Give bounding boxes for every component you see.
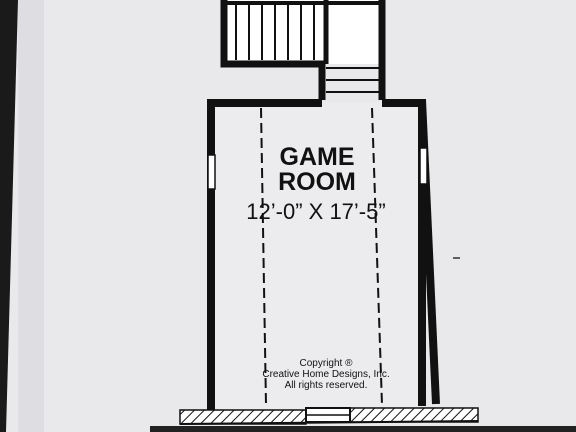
room-name-line1: GAME: [280, 143, 355, 171]
dashed-line-right: [371, 107, 383, 406]
copyright-line1: Copyright ®: [300, 358, 354, 369]
right-window: [419, 147, 428, 185]
bottom-dark-edge: [150, 426, 576, 432]
dashed-line-left: [260, 107, 267, 406]
bottom-hatched-wall: [179, 407, 479, 425]
game-room-floor: [211, 103, 422, 409]
copyright-line3: All rights reserved.: [285, 380, 368, 391]
room-dimensions: 12’-0” X 17’-5”: [246, 199, 385, 224]
paper-shadow: [18, 0, 44, 432]
left-window: [207, 154, 216, 190]
stair-block: [220, 0, 386, 100]
copyright-line2: Creative Home Designs, Inc.: [262, 369, 389, 380]
room-name-line2: ROOM: [278, 168, 356, 196]
